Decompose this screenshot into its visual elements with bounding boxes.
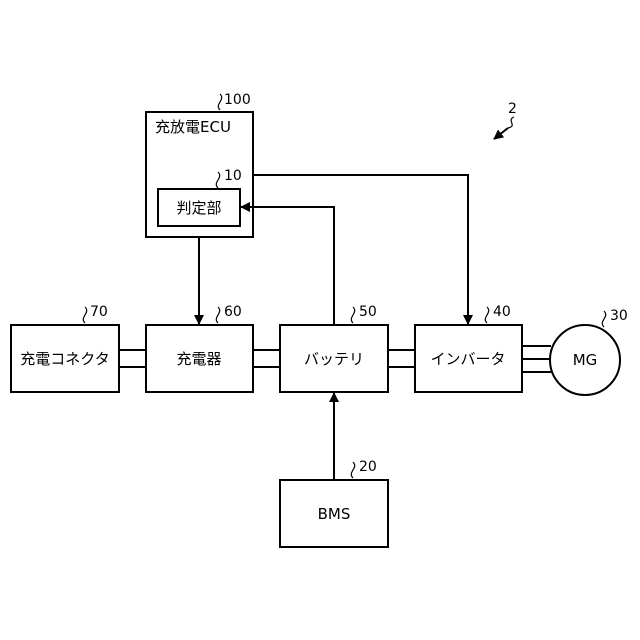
mg-ref: 30 [610,308,628,324]
signal-ecu-to-inverter [253,175,468,324]
charger-ref: 60 [224,304,242,320]
judge-label: 判定部 [176,199,221,217]
connector-block: 充電コネクタ 70 [11,304,119,392]
bms-ref: 20 [359,459,377,475]
mg-ref-leader [602,311,605,327]
figure-ref-arrow [494,128,508,139]
figure-ref-number: 2 [508,101,517,117]
connector-label: 充電コネクタ [20,350,109,368]
inverter-ref: 40 [493,304,511,320]
bms-ref-leader [351,462,354,478]
battery-label: バッテリ [304,350,364,368]
ecu-label: 充放電ECU [155,118,231,136]
judge-ref: 10 [224,168,242,184]
mg-block: MG 30 [550,308,628,395]
charger-ref-leader [216,307,219,323]
bms-label: BMS [318,505,351,523]
connector-ref: 70 [90,304,108,320]
figure-ref-leader [508,117,514,128]
figure-ref: 2 [494,101,517,139]
battery-ref: 50 [359,304,377,320]
ecu-ref-leader [218,94,221,110]
signal-battery-to-judge [241,207,334,325]
mg-label: MG [573,351,598,369]
battery-ref-leader [351,307,354,323]
inverter-ref-leader [485,307,488,323]
charger-label: 充電器 [176,350,221,368]
connector-ref-leader [83,307,86,323]
ecu-ref: 100 [224,92,251,108]
inverter-label: インバータ [430,350,505,368]
